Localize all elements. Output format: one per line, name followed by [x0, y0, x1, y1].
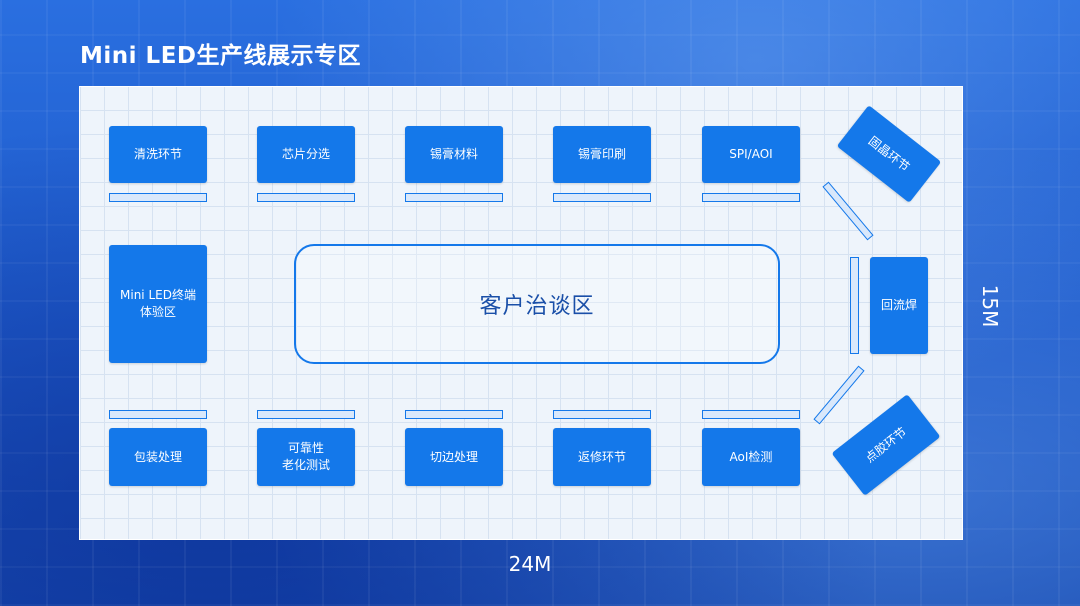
station-xinpian[interactable]: 芯片分选 [257, 126, 355, 183]
station-baozhuang[interactable]: 包装处理 [109, 428, 207, 486]
station-xigao-yinshua[interactable]: 锡膏印刷 [553, 126, 651, 183]
station-xigao-cailiao[interactable]: 锡膏材料 [405, 126, 503, 183]
conveyor-rail [702, 410, 800, 419]
conveyor-rail [257, 193, 355, 202]
station-aoi[interactable]: AoI检测 [702, 428, 800, 486]
conveyor-rail [405, 193, 503, 202]
conveyor-rail [257, 410, 355, 419]
height-dimension-label: 15M [978, 284, 1002, 328]
customer-meeting-zone: 客户治谈区 [294, 244, 780, 364]
conveyor-rail [109, 410, 207, 419]
station-spi-aoi[interactable]: SPI/AOI [702, 126, 800, 183]
conveyor-rail [553, 410, 651, 419]
conveyor-rail [553, 193, 651, 202]
floor-plan [79, 86, 963, 540]
conveyor-rail [405, 410, 503, 419]
station-kekao[interactable]: 可靠性 老化测试 [257, 428, 355, 486]
conveyor-rail [109, 193, 207, 202]
station-qingxi[interactable]: 清洗环节 [109, 126, 207, 183]
station-terminal-experience[interactable]: Mini LED终端 体验区 [109, 245, 207, 363]
width-dimension-label: 24M [508, 552, 552, 576]
station-fanxiu[interactable]: 返修环节 [553, 428, 651, 486]
station-huiliuhan[interactable]: 回流焊 [870, 257, 928, 354]
conveyor-rail [850, 257, 859, 354]
conveyor-rail [702, 193, 800, 202]
station-qiebian[interactable]: 切边处理 [405, 428, 503, 486]
page-title: Mini LED生产线展示专区 [80, 43, 361, 69]
